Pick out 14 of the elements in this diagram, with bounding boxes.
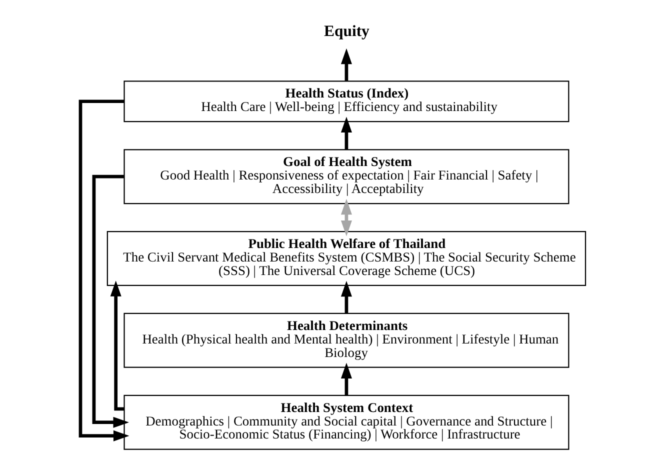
arrow bbox=[340, 280, 352, 314]
node-box: Health System Context Demographics | Community and Social capital | Governance and Structure | Socio-Economic Status (Financing) | Workforce | Infrastructure bbox=[123, 394, 569, 450]
node-box: Goal of Health System Good Health | Responsiveness of expectation | Fair Financial | Safety | Accessibility | Acceptability bbox=[123, 149, 569, 204]
arrow bbox=[340, 198, 352, 236]
arrow bbox=[78, 100, 129, 442]
arrow bbox=[92, 174, 128, 428]
node-text: Equity bbox=[324, 22, 369, 40]
node-box: Public Health Welfare of Thailand The Civil Servant Medical Benefits System (CSMBS) | The Social Security Scheme (SSS) | The Universal Coverage Scheme (UCS) bbox=[106, 231, 586, 286]
arrow bbox=[340, 116, 352, 150]
arrow bbox=[340, 48, 352, 81]
node-box: Health Status (Index) Health Care | Well-being | Efficiency and sustainability bbox=[123, 80, 569, 122]
arrow bbox=[340, 362, 352, 396]
arrow bbox=[110, 280, 124, 411]
node-box: Health Determinants Health (Physical health and Mental health) | Environment | Lifestyle | Human Biology bbox=[123, 312, 569, 368]
